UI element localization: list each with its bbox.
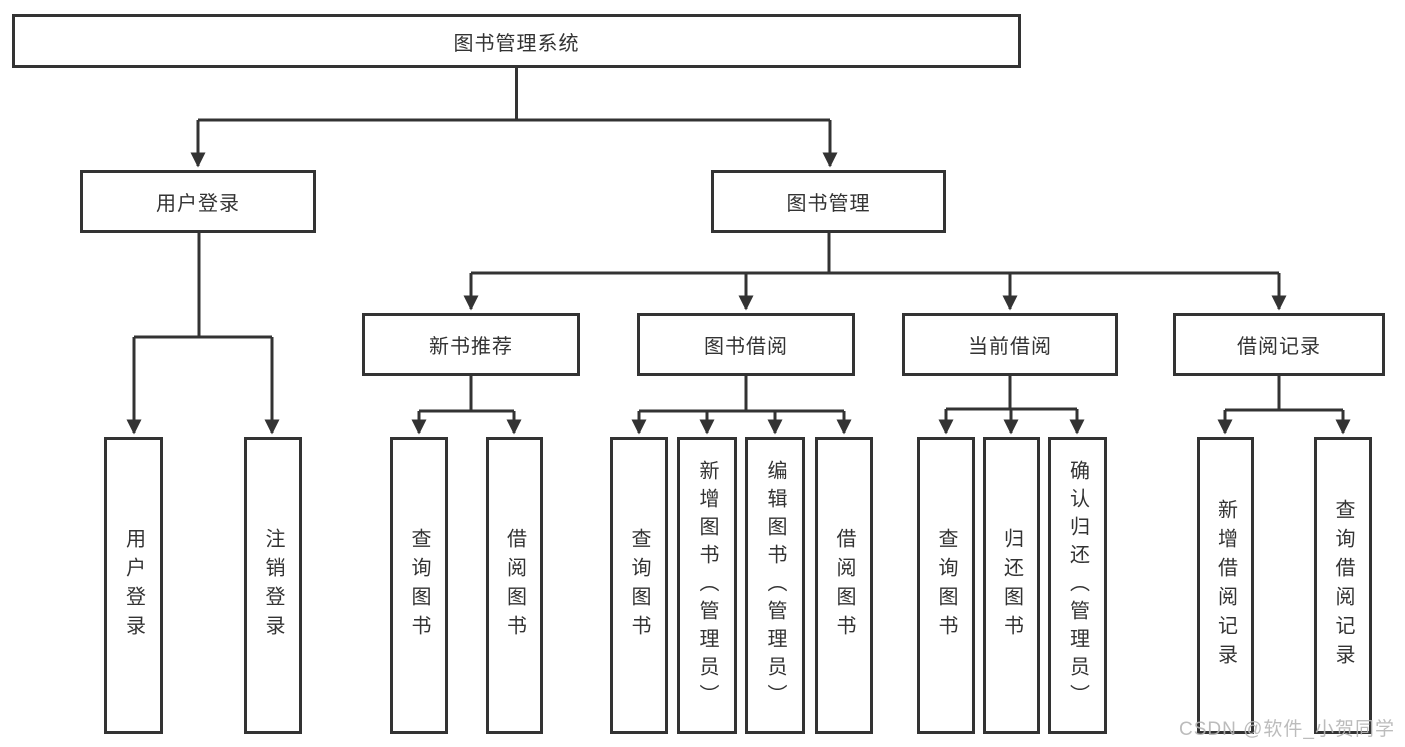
leaf-query-books-3-label: 查询图书 xyxy=(935,527,957,644)
leaf-query-books-1: 查询图书 xyxy=(390,437,448,734)
leaf-query-borrow-record: 查询借阅记录 xyxy=(1314,437,1372,734)
node-user-login: 用户登录 xyxy=(80,170,316,233)
connector-root-split xyxy=(198,68,830,122)
leaf-user-login-label: 用户登录 xyxy=(122,527,145,644)
leaf-query-borrow-record-label: 查询借阅记录 xyxy=(1332,498,1354,673)
csdn-watermark: CSDN @软件_小贺同学 xyxy=(1179,719,1395,740)
leaf-query-books-2: 查询图书 xyxy=(610,437,668,734)
leaf-add-borrow-record: 新增借阅记录 xyxy=(1197,437,1254,734)
leaf-logout: 注销登录 xyxy=(244,437,302,734)
connector-book-mgmt-split xyxy=(471,233,1279,275)
node-book-management: 图书管理 xyxy=(711,170,946,233)
leaf-user-login: 用户登录 xyxy=(104,437,163,734)
leaf-return-books: 归还图书 xyxy=(983,437,1040,734)
node-user-login-label: 用户登录 xyxy=(156,193,240,215)
node-root-label: 图书管理系统 xyxy=(453,32,580,55)
connector-current-borrow-split xyxy=(946,376,1077,411)
leaf-borrow-books-2-label: 借阅图书 xyxy=(833,527,855,644)
leaf-return-books-label: 归还图书 xyxy=(1000,527,1023,644)
leaf-borrow-books-1-label: 借阅图书 xyxy=(503,527,526,644)
leaf-edit-books-admin-label: 编辑图书（管理员） xyxy=(764,459,786,712)
leaf-borrow-books-1: 借阅图书 xyxy=(486,437,543,734)
node-book-borrow: 图书借阅 xyxy=(637,313,855,376)
leaf-confirm-return-admin: 确认归还（管理员） xyxy=(1048,437,1107,734)
node-current-borrow-label: 当前借阅 xyxy=(968,336,1052,358)
node-borrow-record-label: 借阅记录 xyxy=(1237,336,1321,358)
leaf-query-books-1-label: 查询图书 xyxy=(408,527,430,644)
node-borrow-record: 借阅记录 xyxy=(1173,313,1385,376)
node-new-book-recommend: 新书推荐 xyxy=(362,313,580,376)
leaf-confirm-return-admin-label: 确认归还（管理员） xyxy=(1066,459,1089,712)
leaf-logout-label: 注销登录 xyxy=(262,527,284,644)
leaf-add-books-admin: 新增图书（管理员） xyxy=(677,437,737,734)
leaf-add-books-admin-label: 新增图书（管理员） xyxy=(696,459,718,712)
connector-user-login-split xyxy=(134,233,272,339)
node-book-management-label: 图书管理 xyxy=(786,193,871,215)
leaf-query-books-3: 查询图书 xyxy=(917,437,975,734)
connector-borrow-record-split xyxy=(1225,376,1343,412)
leaf-add-borrow-record-label: 新增借阅记录 xyxy=(1214,498,1237,673)
node-new-book-recommend-label: 新书推荐 xyxy=(429,336,513,358)
connector-book-borrow-split xyxy=(639,376,844,413)
node-root: 图书管理系统 xyxy=(12,14,1021,68)
leaf-borrow-books-2: 借阅图书 xyxy=(815,437,873,734)
node-current-borrow: 当前借阅 xyxy=(902,313,1118,376)
connector-new-book-split xyxy=(419,376,514,413)
node-book-borrow-label: 图书借阅 xyxy=(704,336,788,358)
leaf-query-books-2-label: 查询图书 xyxy=(628,527,650,644)
leaf-edit-books-admin: 编辑图书（管理员） xyxy=(745,437,805,734)
